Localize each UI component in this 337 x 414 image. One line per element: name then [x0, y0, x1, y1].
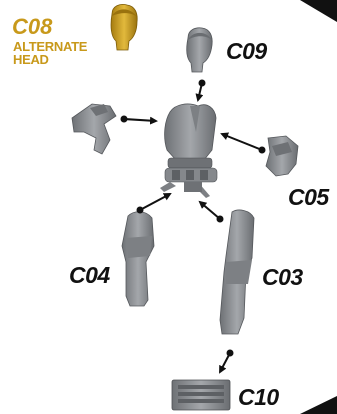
- stand-c10: [172, 380, 230, 410]
- alternate-head-c08: [111, 4, 137, 50]
- leg-c03: [220, 210, 254, 334]
- left-arm: [72, 104, 116, 154]
- label-c09: C09: [226, 40, 267, 63]
- arm-piece-c05: [266, 136, 298, 176]
- label-c10: C10: [238, 386, 279, 409]
- label-c04: C04: [69, 264, 110, 287]
- torso: [160, 104, 217, 198]
- label-c05: C05: [288, 186, 329, 209]
- label-c08-code: C08: [12, 16, 52, 38]
- corner-decoration-bottom: [300, 396, 337, 414]
- label-c08-line2: HEAD: [13, 53, 49, 66]
- corner-decoration: [300, 0, 337, 22]
- leg-c04: [122, 212, 154, 306]
- head-c09: [187, 28, 212, 72]
- label-c03: C03: [262, 266, 303, 289]
